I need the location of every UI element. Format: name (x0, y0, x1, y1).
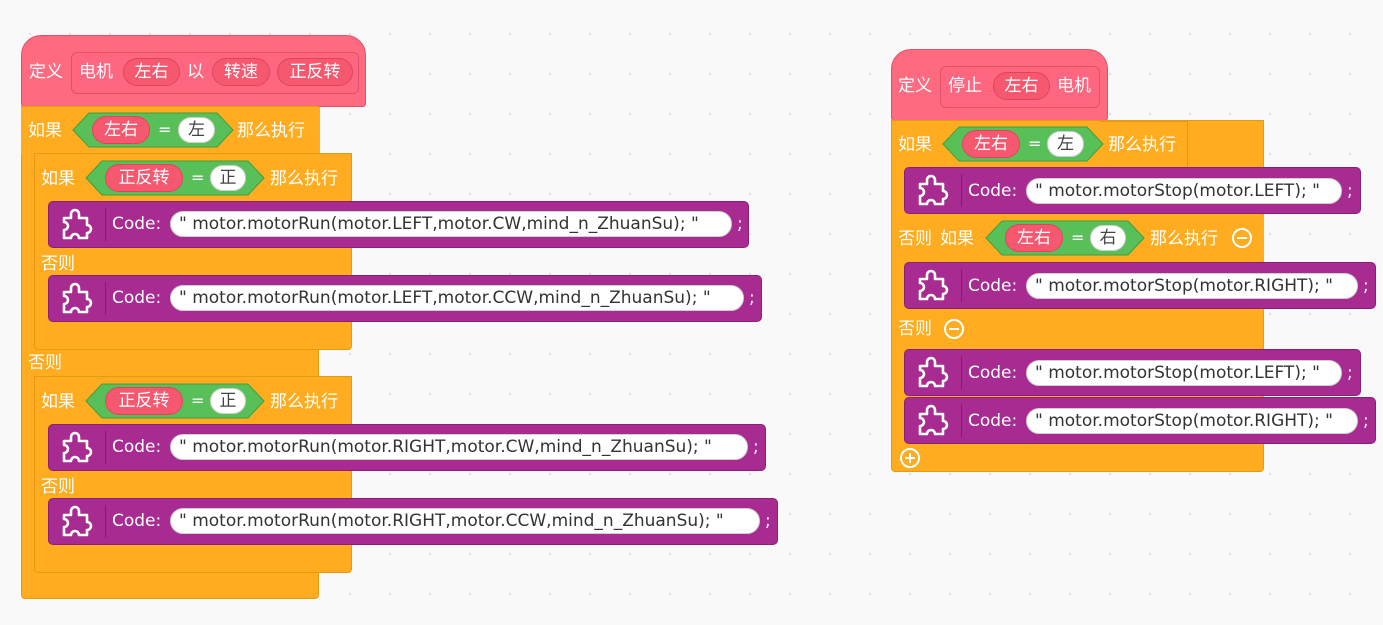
condition-right-value[interactable]: 左 (178, 117, 215, 143)
condition-left-reporter[interactable]: 左右 (92, 116, 150, 144)
condition-left-reporter[interactable]: 左右 (1005, 224, 1063, 252)
else-label: 否则 (41, 254, 75, 274)
puzzle-icon (62, 282, 93, 314)
equals-sign: = (1071, 228, 1085, 247)
puzzle-icon (918, 356, 949, 388)
separator (961, 269, 962, 302)
code-input[interactable]: " motor.motorStop(motor.LEFT); " (1026, 360, 1342, 386)
code-input[interactable]: " motor.motorStop(motor.RIGHT); " (1026, 273, 1358, 299)
semicolon: ; (753, 437, 759, 457)
code-label: Code: (968, 276, 1018, 296)
param-side[interactable]: 左右 (123, 58, 180, 86)
param-speed[interactable]: 转速 (212, 58, 270, 86)
condition-left-reporter[interactable]: 左右 (962, 130, 1020, 158)
then-label: 那么执行 (270, 392, 338, 412)
then-label: 那么执行 (270, 169, 338, 189)
else-label: 否则 (898, 319, 932, 339)
if-header-ext (230, 107, 320, 153)
separator (105, 282, 106, 315)
if-label: 如果 (940, 229, 974, 249)
function-word: 以 (187, 62, 204, 82)
semicolon: ; (765, 511, 771, 531)
code-input[interactable]: " motor.motorRun(motor.LEFT,motor.CW,min… (170, 211, 732, 237)
code-input[interactable]: " motor.motorRun(motor.RIGHT,motor.CW,mi… (170, 434, 748, 460)
if-label: 如果 (41, 169, 75, 189)
param-direction[interactable]: 正反转 (277, 58, 353, 86)
code-label: Code: (968, 181, 1018, 201)
separator (105, 505, 106, 538)
semicolon: ; (1363, 276, 1369, 296)
puzzle-icon (918, 269, 949, 301)
condition-left-reporter[interactable]: 正反转 (105, 387, 183, 415)
code-input[interactable]: " motor.motorStop(motor.LEFT); " (1026, 178, 1342, 204)
semicolon: ; (1363, 411, 1369, 431)
code-label: Code: (968, 411, 1018, 431)
semicolon: ; (1347, 181, 1353, 201)
puzzle-icon (62, 208, 93, 240)
param-side[interactable]: 左右 (993, 72, 1050, 100)
equals-sign: = (191, 168, 205, 187)
if-label: 如果 (41, 392, 75, 412)
separator (105, 208, 106, 241)
equals-sign: = (191, 391, 205, 410)
puzzle-icon (918, 174, 949, 206)
semicolon: ; (737, 214, 743, 234)
else-label: 否则 (28, 353, 62, 373)
else-label: 否则 (898, 229, 932, 249)
condition-right-value[interactable]: 正 (210, 388, 246, 414)
code-label: Code: (112, 437, 162, 457)
puzzle-icon (62, 431, 93, 463)
function-word: 电机 (1057, 76, 1091, 96)
code-label: Code: (968, 363, 1018, 383)
condition-right-value[interactable]: 正 (210, 165, 246, 191)
define-label: 定义 (29, 62, 63, 82)
code-label: Code: (112, 288, 162, 308)
if-label: 如果 (898, 135, 932, 155)
equals-sign: = (158, 120, 172, 139)
code-input[interactable]: " motor.motorRun(motor.RIGHT,motor.CCW,m… (170, 508, 760, 534)
if-label: 如果 (28, 121, 62, 141)
puzzle-icon (918, 404, 949, 436)
separator (961, 404, 962, 437)
then-label: 那么执行 (1150, 229, 1218, 249)
minus-circle-icon[interactable] (944, 319, 964, 339)
minus-circle-icon[interactable] (1232, 228, 1252, 248)
condition-right-value[interactable]: 左 (1047, 131, 1084, 157)
then-label: 那么执行 (1108, 135, 1176, 155)
else-label: 否则 (41, 477, 75, 497)
code-input[interactable]: " motor.motorRun(motor.LEFT,motor.CCW,mi… (170, 285, 744, 311)
if-header-ext (1100, 121, 1188, 166)
separator (105, 431, 106, 464)
equals-sign: = (1028, 134, 1042, 153)
plus-circle-icon[interactable] (900, 448, 920, 468)
separator (961, 174, 962, 207)
puzzle-icon (62, 505, 93, 537)
semicolon: ; (749, 288, 755, 308)
define-label: 定义 (898, 76, 932, 96)
function-word: 电机 (79, 62, 113, 82)
condition-right-value[interactable]: 右 (1090, 225, 1126, 251)
code-label: Code: (112, 214, 162, 234)
condition-left-reporter[interactable]: 正反转 (105, 164, 183, 192)
separator (961, 356, 962, 389)
code-input[interactable]: " motor.motorStop(motor.RIGHT); " (1026, 408, 1358, 434)
code-label: Code: (112, 511, 162, 531)
function-word: 停止 (948, 76, 982, 96)
semicolon: ; (1347, 363, 1353, 383)
then-label: 那么执行 (237, 121, 305, 141)
